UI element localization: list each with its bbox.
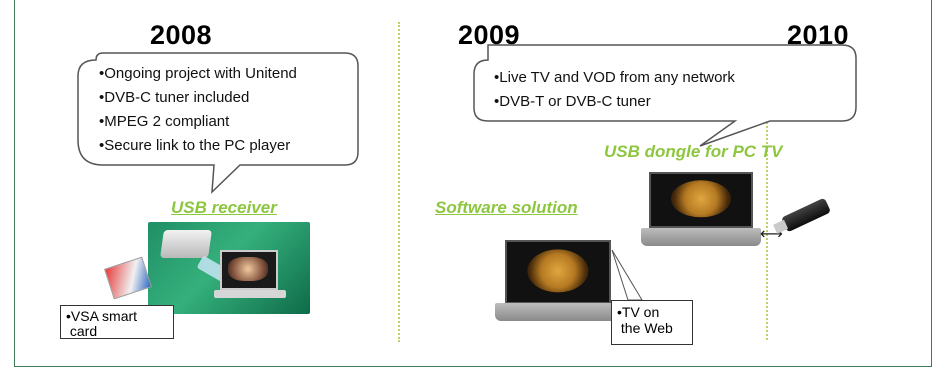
dongle-laptop-screen: [649, 172, 753, 228]
lion-logo: [527, 249, 589, 293]
tv-web-pointer: [611, 249, 643, 301]
usb-receiver-label: USB receiver: [171, 198, 277, 217]
bubble-2010-list: •Live TV and VOD from any network •DVB-T…: [494, 66, 735, 114]
divider-2009-2010: [766, 50, 768, 340]
bubble-2008-item: •MPEG 2 compliant: [99, 113, 230, 130]
vsa-note-line: card: [69, 323, 98, 339]
diagram-frame: [14, 0, 932, 367]
usb-dongle-label: USB dongle for PC TV: [604, 142, 783, 161]
bubble-2008-list: •Ongoing project with Unitend •DVB-C tun…: [99, 62, 297, 158]
software-laptop-base: [495, 303, 621, 321]
tv-note-line: •TV on: [617, 304, 660, 320]
year-2008: 2008: [150, 20, 213, 50]
bubble-2008-shape: [77, 52, 359, 194]
vsa-smart-card-note: •VSA smart card: [60, 305, 174, 339]
lion-logo: [671, 180, 731, 218]
laptop-small: [220, 250, 278, 290]
software-laptop-screen: [505, 240, 611, 304]
bubble-2008-item: •Ongoing project with Unitend: [99, 65, 297, 82]
tv-note-line: the Web: [620, 320, 673, 336]
usb-receiver-image: [148, 222, 310, 314]
bubble-2008-item: •Secure link to the PC player: [99, 137, 291, 154]
tv-on-web-note: •TV on the Web: [611, 300, 693, 345]
vsa-note-line: •VSA smart: [66, 308, 138, 324]
divider-2008-2009: [398, 22, 400, 342]
bubble-2008-item: •DVB-C tuner included: [99, 89, 250, 106]
software-solution-label: Software solution: [435, 198, 578, 217]
dongle-laptop-base: [641, 228, 761, 246]
bubble-2010-item: •DVB-T or DVB-C tuner: [494, 93, 651, 110]
screen-art: [228, 257, 268, 281]
bubble-2010-shape: [473, 44, 857, 147]
laptop-small-base: [214, 290, 286, 298]
bubble-2010-item: •Live TV and VOD from any network: [494, 69, 735, 86]
